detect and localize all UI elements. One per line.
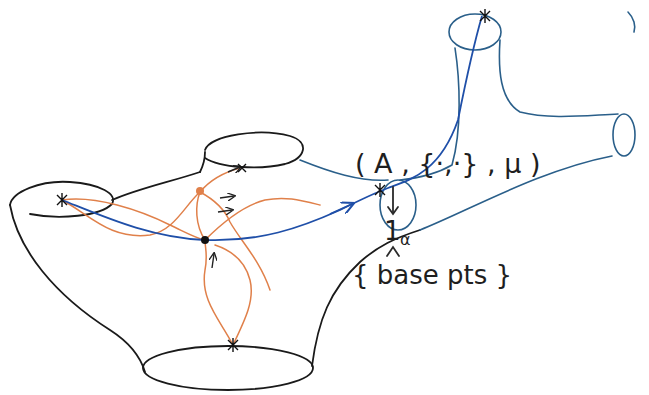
path (204, 240, 233, 345)
label: 1 (384, 218, 401, 244)
small-arrows (212, 167, 240, 268)
orange-dot (196, 187, 204, 195)
surface-edge (10, 205, 145, 372)
surface-edge (628, 12, 635, 32)
path (62, 199, 205, 240)
formula: ( A , {·,·} , μ ) (355, 150, 540, 177)
path (205, 198, 320, 240)
surface-edge (312, 230, 420, 366)
star (375, 183, 385, 197)
orange-paths (62, 168, 320, 345)
base-point-stars (57, 9, 490, 352)
down-arrow (392, 187, 394, 213)
star (480, 9, 490, 23)
black-dot (201, 236, 209, 244)
boundary-circle (143, 346, 313, 390)
boundary-circle (205, 133, 303, 168)
boundary-circle (10, 182, 113, 217)
label: α (400, 232, 411, 248)
label: { base pts } (352, 262, 512, 288)
up-caret (387, 247, 399, 256)
path-arrow (212, 254, 214, 268)
blue-path (62, 16, 482, 240)
path-arrow (218, 210, 232, 212)
star (228, 338, 238, 352)
surface-edge (112, 172, 200, 200)
path (197, 168, 240, 240)
surface-edge (499, 40, 618, 116)
path (215, 245, 251, 345)
path-arrow (220, 196, 234, 198)
star (238, 164, 246, 172)
tube-outline (300, 12, 635, 230)
star (57, 193, 67, 207)
boundary-circle (613, 114, 635, 156)
surface-edge (200, 152, 205, 172)
path-arrow (330, 204, 352, 214)
down-arrow-head (388, 207, 398, 214)
